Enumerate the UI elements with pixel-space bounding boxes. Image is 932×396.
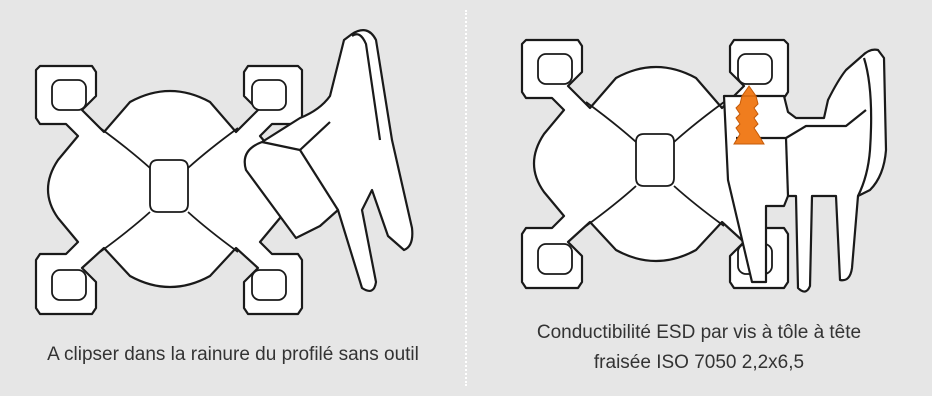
panel-divider: [465, 10, 467, 386]
profile-bracket-screw-illustration: [520, 38, 888, 293]
caption-right: Conductibilité ESD par vis à tôle à tête…: [466, 318, 932, 378]
caption-right-line1: Conductibilité ESD par vis à tôle à tête: [536, 322, 862, 343]
clip-part: [243, 29, 414, 292]
profile-clip-illustration: [34, 29, 414, 316]
left-panel: A clipser dans la rainure du profilé san…: [34, 29, 419, 365]
countersunk-screw: [733, 85, 765, 145]
caption-right-line2: fraisée ISO 7050 2,2x6,5: [593, 352, 805, 373]
bracket-part: [722, 48, 888, 293]
caption-left: A clipser dans la rainure du profilé san…: [47, 344, 419, 365]
right-panel: Conductibilité ESD par vis à tôle à tête…: [466, 0, 932, 396]
